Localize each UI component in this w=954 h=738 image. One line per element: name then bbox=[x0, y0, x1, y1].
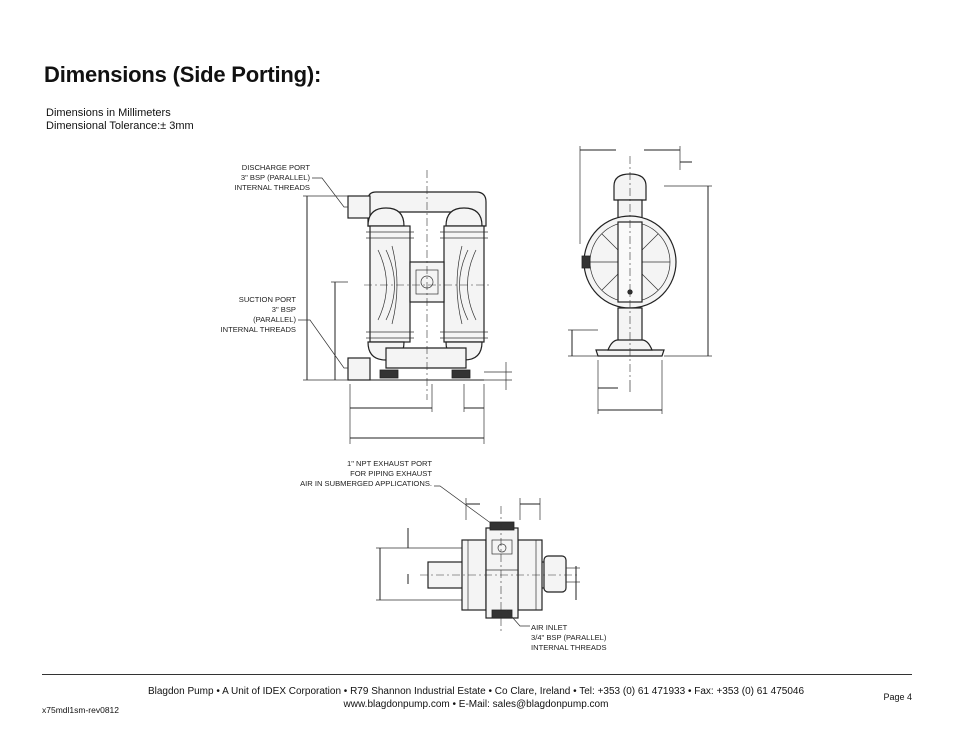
footer-web: www.blagdonpump.com • E-Mail: sales@blag… bbox=[343, 699, 609, 710]
suction-label-line: INTERNAL THREADS bbox=[220, 325, 296, 334]
units-note: Dimensions in Millimeters Dimensional To… bbox=[46, 107, 194, 133]
footer-divider bbox=[42, 674, 912, 675]
exhaust-label-line: 1" NPT EXHAUST PORT bbox=[347, 459, 432, 468]
units-line: Dimensions in Millimeters bbox=[46, 107, 171, 119]
document-code: x75mdl1sm-rev0812 bbox=[42, 705, 120, 715]
suction-port-label: SUCTION PORT 3" BSP (PARALLEL) INTERNAL … bbox=[196, 295, 296, 335]
suction-label-line: (PARALLEL) bbox=[253, 315, 296, 324]
discharge-label-line: DISCHARGE PORT bbox=[241, 163, 310, 172]
suction-label-line: SUCTION PORT bbox=[238, 295, 296, 304]
footer-address: Blagdon Pump • A Unit of IDEX Corporatio… bbox=[147, 686, 805, 697]
discharge-port bbox=[347, 195, 371, 219]
suction-label-line: 3" BSP bbox=[271, 305, 296, 314]
air-inlet-label: AIR INLET 3/4" BSP (PARALLEL) INTERNAL T… bbox=[531, 623, 651, 653]
page-number: Page 4 bbox=[883, 692, 912, 702]
discharge-port-label: DISCHARGE PORT 3" BSP (PARALLEL) INTERNA… bbox=[200, 163, 310, 193]
discharge-label-line: INTERNAL THREADS bbox=[234, 183, 310, 192]
exhaust-label-line: FOR PIPING EXHAUST bbox=[350, 469, 432, 478]
air-inlet-label-line: 3/4" BSP (PARALLEL) bbox=[531, 633, 607, 642]
page-title: Dimensions (Side Porting): bbox=[44, 62, 322, 87]
side-view bbox=[568, 146, 712, 414]
exhaust-port-label: 1" NPT EXHAUST PORT FOR PIPING EXHAUST A… bbox=[260, 459, 432, 489]
front-view bbox=[298, 170, 512, 444]
air-inlet-label-line: AIR INLET bbox=[531, 623, 568, 632]
suction-port bbox=[347, 357, 371, 381]
bottom-view bbox=[376, 485, 580, 632]
discharge-label-line: 3" BSP (PARALLEL) bbox=[240, 173, 310, 182]
tolerance-line: Dimensional Tolerance:± 3mm bbox=[46, 120, 194, 132]
air-inlet-label-line: INTERNAL THREADS bbox=[531, 643, 607, 652]
exhaust-label-line: AIR IN SUBMERGED APPLICATIONS. bbox=[300, 479, 432, 488]
footer-contact: Blagdon Pump • A Unit of IDEX Corporatio… bbox=[40, 685, 912, 711]
